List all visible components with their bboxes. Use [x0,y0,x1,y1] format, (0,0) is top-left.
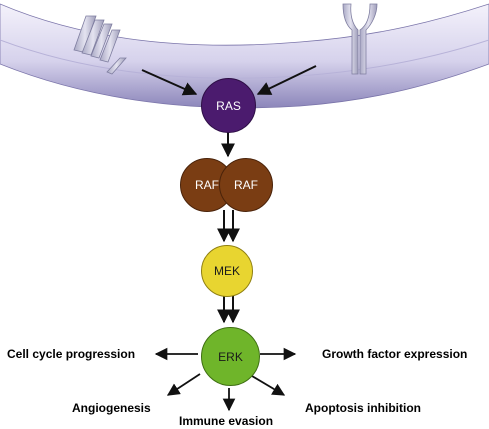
raf-right-label: RAF [234,178,258,192]
raf-right-node: RAF [219,158,273,212]
erk-label: ERK [218,349,243,364]
outcome-growth-factor: Growth factor expression [322,347,468,361]
arrow-receptor-right-to-ras [256,65,317,95]
arrow-erk-to-angiogenesis [166,373,201,396]
cell-membrane [0,3,489,109]
y-shaped-receptor-icon [342,3,378,75]
erk-node: ERK [201,327,260,386]
mek-label: MEK [213,264,240,278]
outcome-angiogenesis: Angiogenesis [72,401,151,415]
outcome-cell-cycle: Cell cycle progression [7,347,136,361]
arrow-erk-to-apoptosis [251,375,286,396]
membrane-highlight [0,39,489,79]
mek-node: MEK [201,245,253,297]
outcome-immune-evasion: Immune evasion [179,414,274,428]
outcome-apoptosis: Apoptosis inhibition [305,401,421,415]
seven-transmembrane-receptor-icon [73,15,127,75]
ras-label: RAS [216,98,241,113]
arrow-receptor-left-to-ras [141,69,198,96]
raf-left-label: RAF [195,178,219,192]
ras-node: RAS [201,78,256,133]
